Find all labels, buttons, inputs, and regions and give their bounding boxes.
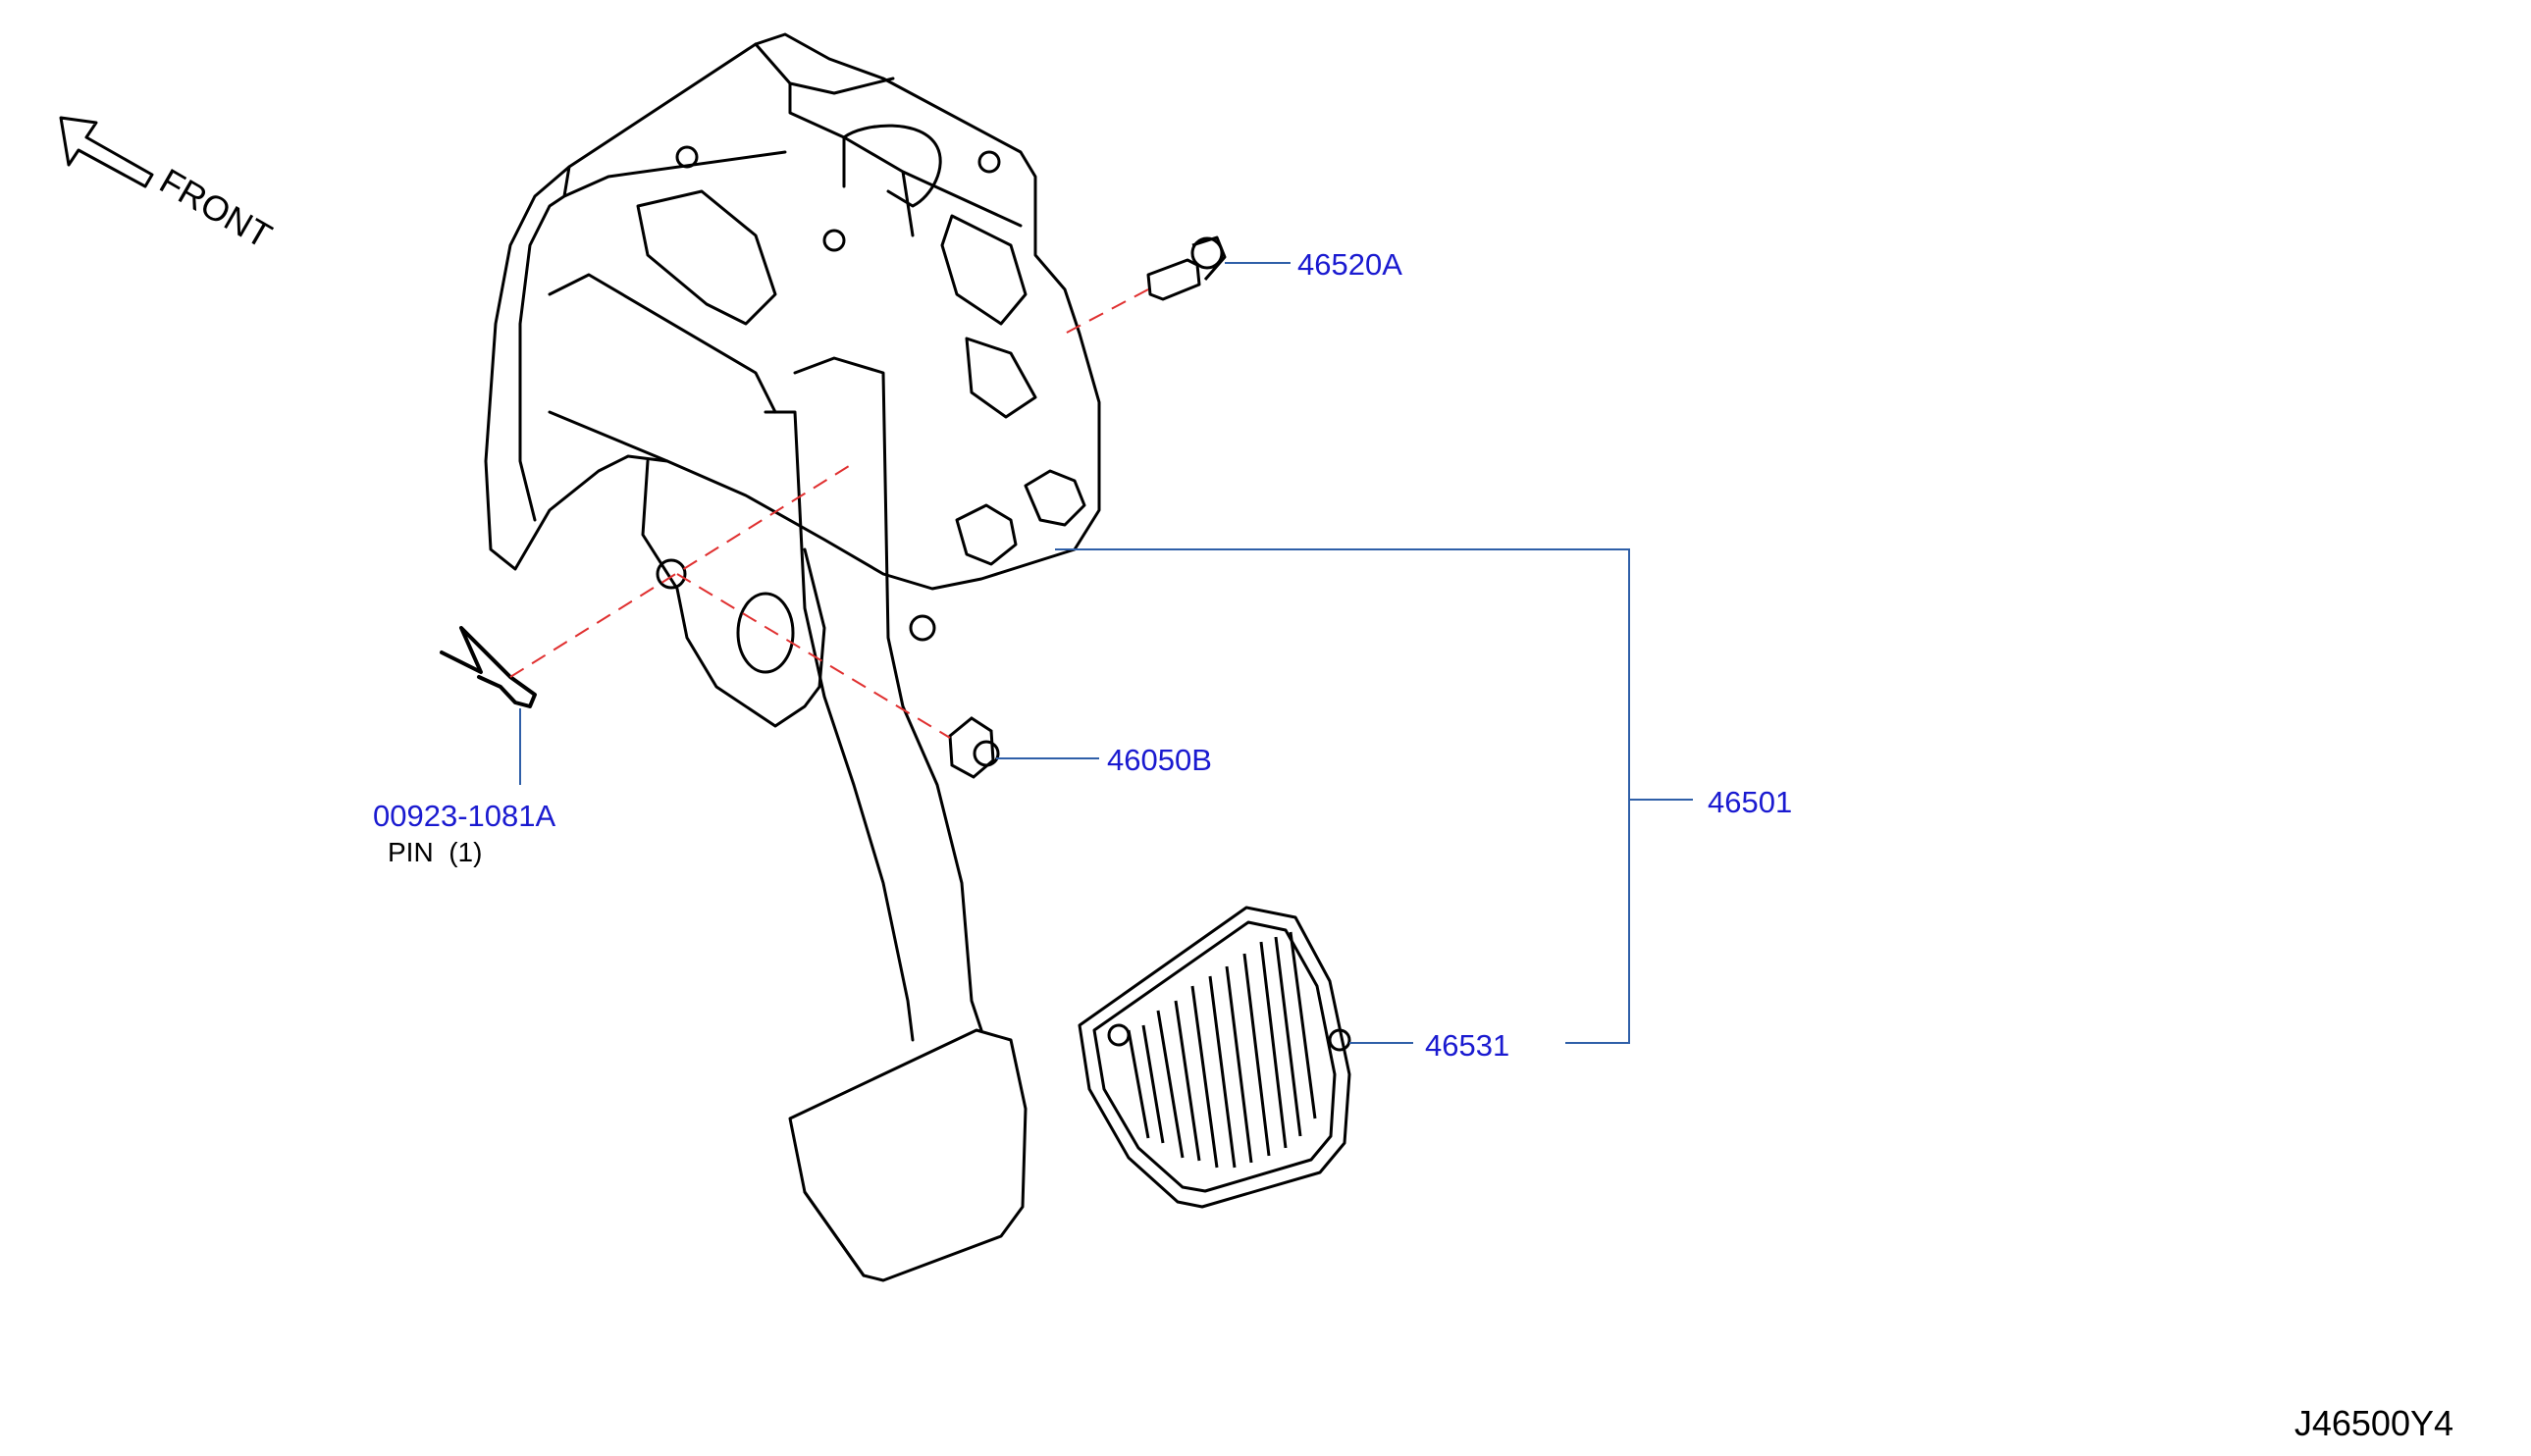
part-label-00923-1081a: 00923-1081A <box>373 799 555 833</box>
part-label-46520a: 46520A <box>1297 247 1402 282</box>
nut-46050b-drawing <box>948 716 1000 779</box>
arrow-up-left-outline-icon <box>59 116 154 188</box>
part-note-pin: PIN (1) <box>388 837 482 867</box>
part-label-46531: 46531 <box>1425 1028 1509 1063</box>
diagram-code: J46500Y4 <box>2294 1403 2453 1443</box>
pin-00923-1081a-drawing <box>440 626 537 708</box>
bolt-46520a-drawing <box>1146 235 1227 301</box>
part-label-46501: 46501 <box>1708 785 1792 819</box>
front-indicator: FRONT <box>59 116 279 256</box>
part-label-46050b: 46050B <box>1107 743 1212 777</box>
pedal-pad-rubber-drawing <box>1078 906 1351 1209</box>
front-label: FRONT <box>153 160 279 256</box>
pedal-bracket-drawing <box>484 32 1101 1282</box>
leader-lines <box>519 262 1693 1044</box>
assembly-dash-lines <box>509 288 1149 739</box>
